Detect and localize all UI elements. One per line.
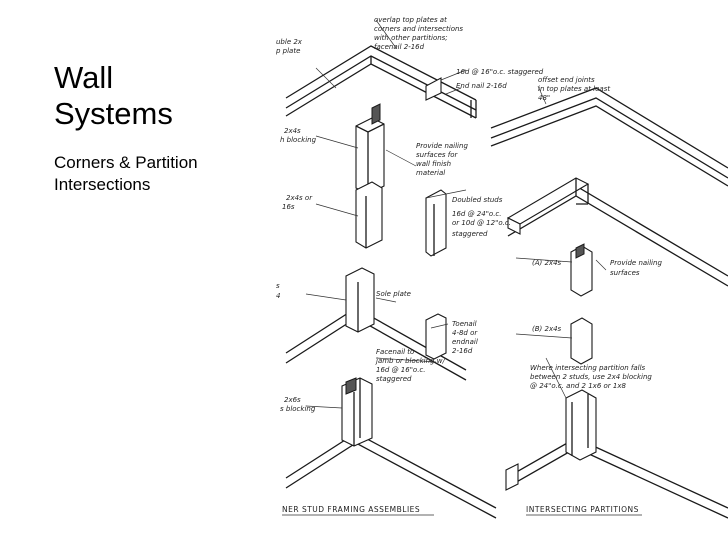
callout: wall finish (416, 160, 451, 168)
callout: uble 2x (276, 38, 303, 46)
slide-title: Wall Systems (54, 60, 173, 132)
callout: Doubled studs (452, 196, 503, 204)
callout: h blocking (280, 136, 317, 144)
sole-plate-corner (285, 267, 467, 381)
caption-right: INTERSECTING PARTITIONS (526, 505, 639, 514)
callout: (B) 2x4s (532, 325, 562, 333)
top-plate-corner (285, 45, 477, 119)
callout: corners and intersections (374, 25, 463, 33)
callout: Where intersecting partition falls (530, 364, 646, 372)
callout: Provide nailing (610, 259, 662, 267)
callout: or 10d @ 12"o.c. (452, 219, 511, 227)
callout: overlap top plates at (374, 16, 447, 24)
wall-framing-drawing: overlap top plates at corners and inters… (276, 16, 728, 519)
intersection-post-b (570, 317, 593, 365)
callout: s (276, 282, 280, 290)
slide-subtitle-line: Intersections (54, 175, 151, 194)
caption-left: NER STUD FRAMING ASSEMBLIES (282, 505, 420, 514)
slide-title-line: Wall (54, 60, 114, 95)
callout: 16d @ 16"o.c. staggered (456, 68, 544, 76)
callout: between 2 studs, use 2x4 blocking (530, 373, 652, 381)
callout: (A) 2x4s (532, 259, 562, 267)
callout: p plate (276, 47, 300, 55)
callout: staggered (376, 375, 412, 383)
callout: surfaces for (416, 151, 458, 159)
callout: s blocking (280, 405, 316, 413)
callout: 4 (276, 292, 280, 300)
callout: jamb or blocking w/ (375, 357, 445, 365)
callout: 16d @ 24"o.c. (452, 210, 502, 218)
leader-lines (305, 19, 607, 409)
corner-post-a (355, 103, 385, 195)
callout: 4-8d or (452, 329, 478, 337)
callout: endnail (452, 338, 478, 346)
callout: 2-16d (452, 347, 473, 355)
callout: Facenail to (376, 348, 414, 356)
callout: @ 24"o.c. and 2 1x6 or 1x8 (530, 382, 626, 390)
corner-post-b (355, 181, 447, 257)
intersecting-partitions (505, 389, 728, 519)
slide-subtitle-line: Corners & Partition (54, 153, 198, 172)
intersection-post-a (570, 243, 593, 297)
callout: facenail 2-16d (374, 43, 425, 51)
callout: offset end joints (538, 76, 595, 84)
slide-title-line: Systems (54, 96, 173, 131)
callout: staggered (452, 230, 488, 238)
callout: 2x4s or (286, 194, 313, 202)
sole-plate-corner-2 (285, 377, 497, 519)
callout: material (416, 169, 445, 177)
callout: Sole plate (376, 290, 411, 298)
callout: 16d @ 16"o.c. (376, 366, 426, 374)
slide-subtitle: Corners & Partition Intersections (54, 152, 198, 196)
callout: with other partitions; (374, 34, 448, 42)
callout: End nail 2-16d (456, 82, 507, 90)
callout: Toenail (452, 320, 477, 328)
callout: in top plates at least (538, 85, 610, 93)
callout: 2x6s (284, 396, 301, 404)
offset-top-plates (490, 87, 728, 287)
callout: Provide nailing (416, 142, 468, 150)
callout-labels: overlap top plates at corners and inters… (276, 16, 662, 413)
callout: 16s (282, 203, 295, 211)
callout: 2x4s (284, 127, 301, 135)
callout: surfaces (610, 269, 640, 277)
callout: 48" (538, 94, 550, 102)
